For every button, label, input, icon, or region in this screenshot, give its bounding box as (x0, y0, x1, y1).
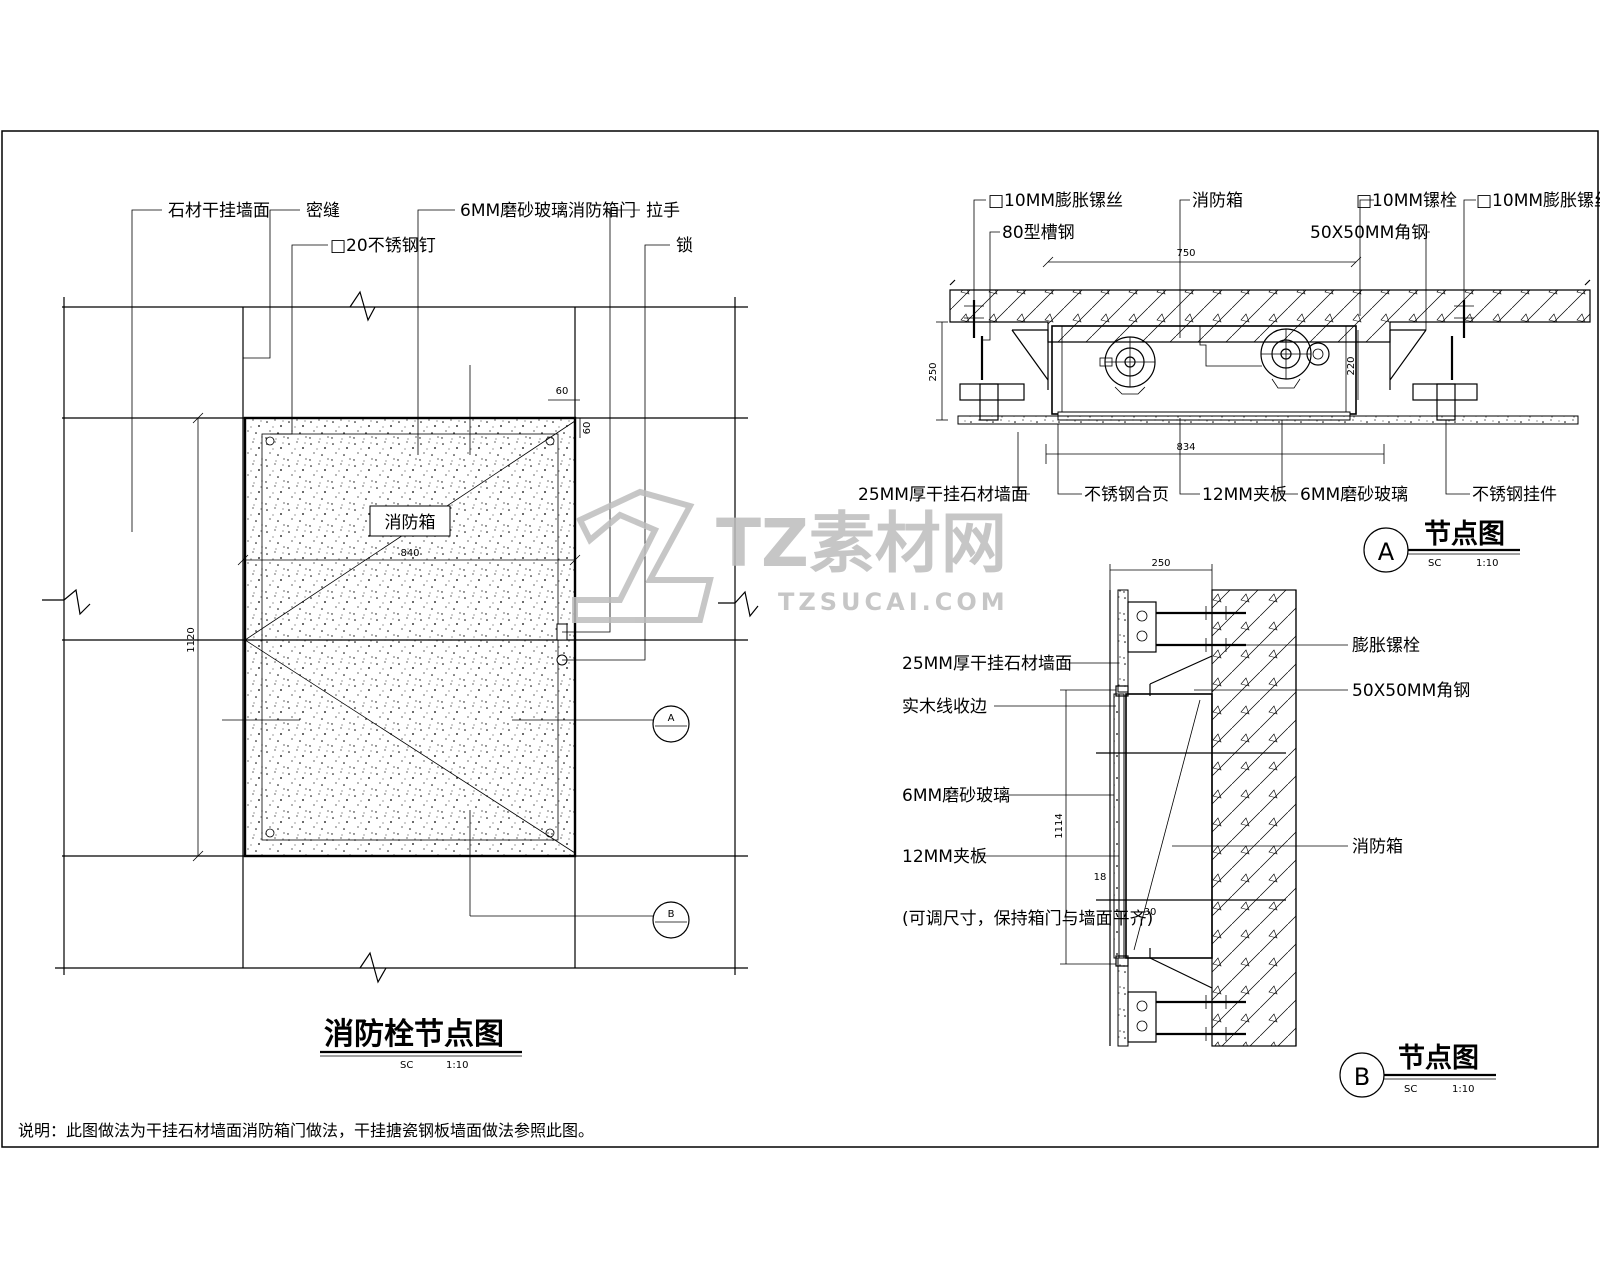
label-a-hanger: 不锈钢挂件 (1472, 485, 1557, 505)
label-a-bolt-mid: □10MM镙栓 (1356, 191, 1457, 211)
section-a-dim-top: 750 (1176, 248, 1195, 259)
label-nail: □20不锈钢钉 (330, 236, 436, 256)
section-a-marker: A (1378, 538, 1395, 566)
section-b-firebox (1125, 693, 1213, 959)
label-a-bolt-left: □10MM膨胀镙丝 (988, 191, 1123, 211)
dim-height: 1120 (186, 627, 197, 652)
drawing-note: 说明：此图做法为干挂石材墙面消防箱门做法，干挂搪瓷钢板墙面做法参照此图。 (18, 1121, 594, 1140)
section-b-dim-18: 18 (1094, 872, 1107, 883)
section-a-bolts (964, 300, 1474, 380)
main-scale-code: SC (400, 1060, 413, 1071)
main-elevation: 消防箱 840 1120 60 60 A B (42, 201, 759, 1071)
label-glass-door: 6MM磨砂玻璃消防箱门 (460, 201, 636, 221)
hose-reel-right (1260, 328, 1330, 389)
section-a-scale-code: SC (1428, 558, 1441, 569)
svg-text:A: A (668, 713, 675, 724)
label-a-stone: 25MM厚干挂石材墙面 (858, 485, 1028, 505)
section-a-dim-bottom: 834 (1176, 442, 1195, 453)
label-b-adjustable: (可调尺寸，保持箱门与墙面平齐) (902, 909, 1153, 929)
label-sealed-joint: 密缝 (306, 201, 340, 221)
svg-text:B: B (668, 909, 675, 920)
dim-width: 840 (400, 548, 419, 559)
label-stone-wall: 石材干挂墙面 (168, 201, 270, 221)
hose-reel-left (1099, 336, 1156, 395)
label-b-plywood: 12MM夹板 (902, 847, 987, 867)
label-b-stone: 25MM厚干挂石材墙面 (902, 654, 1072, 674)
label-a-box: 消防箱 (1192, 191, 1243, 211)
section-b-dim-30: 30 (1144, 907, 1157, 918)
section-a-title: 节点图 (1424, 519, 1505, 550)
label-b-expansion-bolt: 膨胀镙栓 (1352, 636, 1420, 656)
dim-gap-h: 60 (556, 386, 569, 397)
label-b-box: 消防箱 (1352, 837, 1403, 857)
watermark-logo (572, 488, 714, 623)
main-scale: 1:10 (446, 1060, 468, 1071)
section-b-scale-code: SC (1404, 1084, 1417, 1095)
section-b: 250 1114 18 30 25MM厚干挂石材墙面 实木线收边 6MM磨砂玻璃… (902, 558, 1496, 1098)
watermark-url: TZSUCAI.COM (778, 588, 1009, 616)
label-b-wood-edge: 实木线收边 (902, 697, 987, 717)
label-a-hinge: 不锈钢合页 (1084, 485, 1169, 505)
section-a: 750 834 250 220 □10MM膨胀镙丝 80型槽钢 消防箱 □10M… (858, 191, 1600, 573)
label-handle: 拉手 (646, 201, 680, 221)
section-marker-b[interactable]: B (652, 901, 690, 939)
section-b-dim-height: 1114 (1054, 813, 1065, 838)
label-a-angle: 50X50MM角钢 (1310, 223, 1428, 243)
section-b-marker: B (1354, 1063, 1370, 1091)
label-lock: 锁 (676, 236, 693, 256)
section-b-wall (1211, 589, 1297, 1047)
label-a-channel: 80型槽钢 (1002, 223, 1075, 243)
section-marker-a[interactable]: A (652, 705, 690, 743)
label-b-angle: 50X50MM角钢 (1352, 681, 1470, 701)
main-title: 消防栓节点图 (324, 1017, 504, 1052)
section-a-dim-left: 250 (928, 362, 939, 381)
sheet-border (1, 130, 1599, 1148)
section-a-scale: 1:10 (1476, 558, 1498, 569)
fire-box-door (243, 416, 577, 858)
label-a-frosted: 6MM磨砂玻璃 (1300, 485, 1408, 505)
section-b-dim-top: 250 (1151, 558, 1170, 569)
section-a-dim-right: 220 (1346, 356, 1357, 375)
watermark: TZ素材网 TZSUCAI.COM (572, 488, 1009, 623)
label-b-frosted: 6MM磨砂玻璃 (902, 786, 1010, 806)
label-a-bolt-right: □10MM膨胀镙丝 (1476, 191, 1600, 211)
box-tag-label: 消防箱 (385, 513, 436, 533)
section-b-title: 节点图 (1398, 1043, 1479, 1074)
section-b-scale: 1:10 (1452, 1084, 1474, 1095)
watermark-brand: TZ素材网 (716, 505, 1007, 582)
label-a-plywood: 12MM夹板 (1202, 485, 1287, 505)
dim-gap-v: 60 (582, 422, 593, 435)
